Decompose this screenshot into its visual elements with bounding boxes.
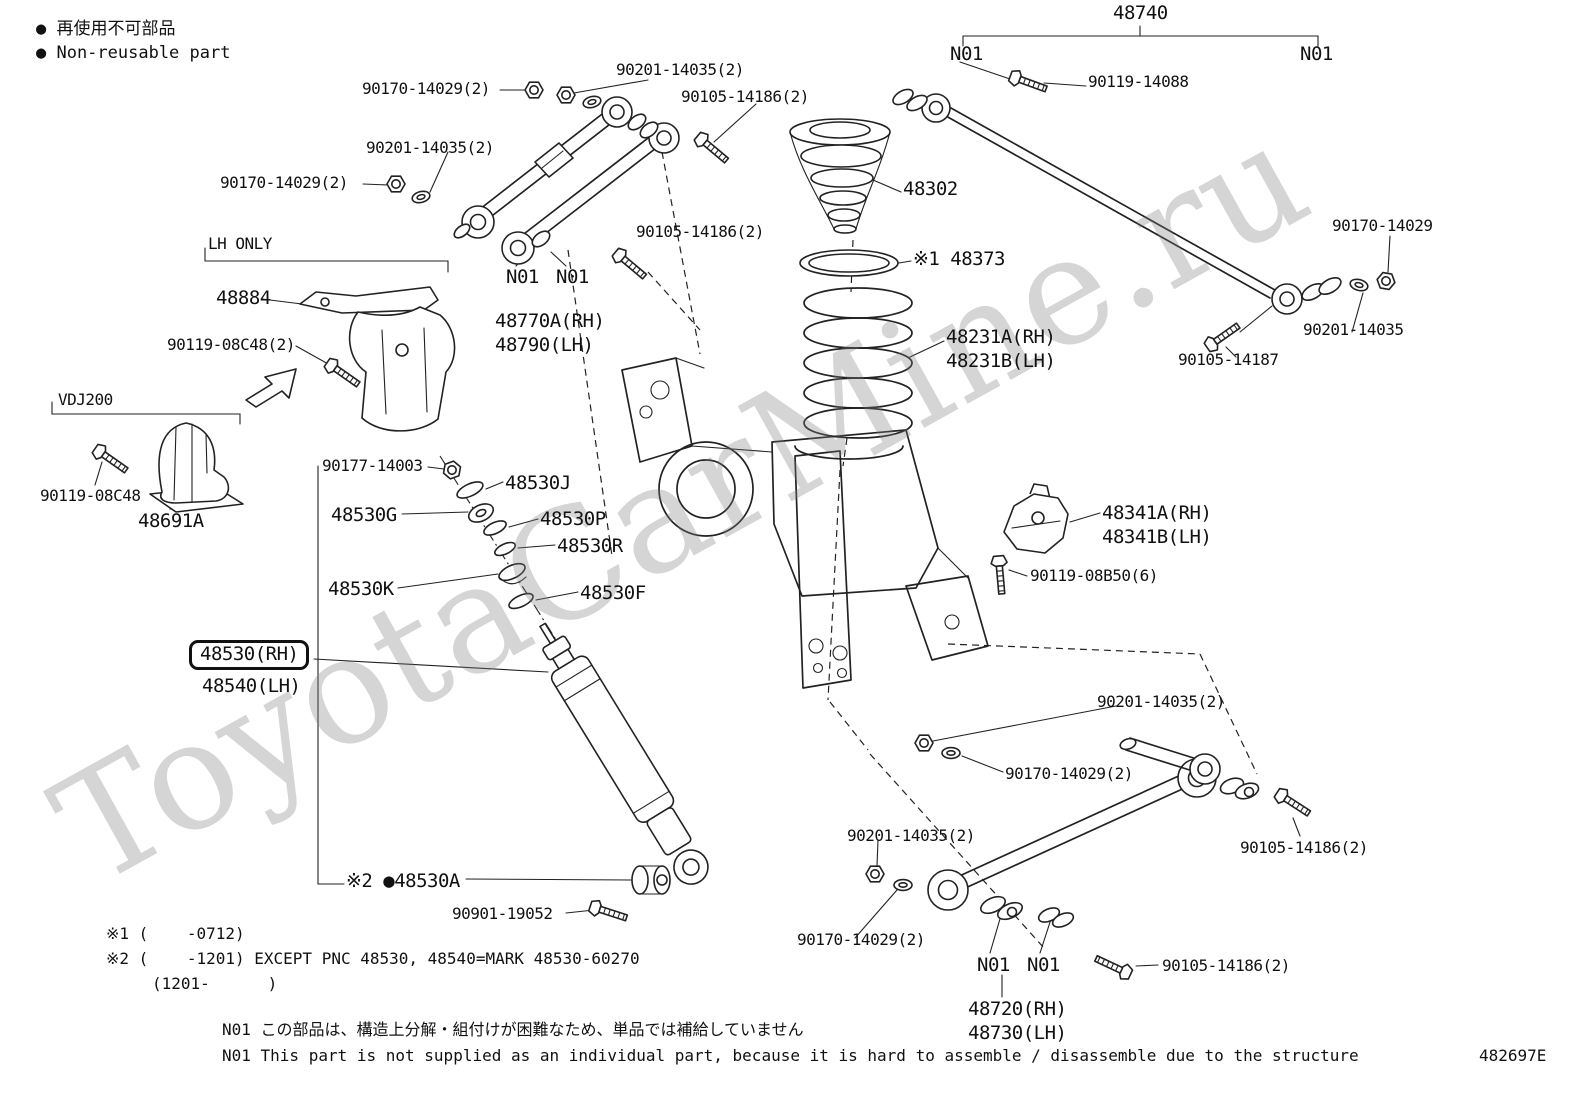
footnote-2: ※2 ( -1201) EXCEPT PNC 48530, 48540=MARK… xyxy=(106,949,640,968)
hw-90901-19052: 90901-19052 xyxy=(452,904,553,923)
upper-control-arm xyxy=(453,96,680,265)
part-48231a: 48231A(RH) xyxy=(946,326,1056,348)
spring-bumper xyxy=(789,118,891,234)
bump-stop-48691a xyxy=(149,422,244,513)
hw-90170-14029-a: 90170-14029(2) xyxy=(362,79,490,98)
part-48341b: 48341B(LH) xyxy=(1102,526,1212,548)
hw-90105-14187: 90105-14187 xyxy=(1178,350,1279,369)
spring-insulator-ring xyxy=(799,249,899,277)
callout-n01-arm-1: N01 xyxy=(506,266,539,288)
footnote-n01-en: N01 This part is not supplied as an indi… xyxy=(222,1046,1359,1065)
callout-vdj200: VDJ200 xyxy=(58,390,113,409)
part-48790: 48790(LH) xyxy=(495,334,594,356)
hw-90201-14035-a: 90201-14035(2) xyxy=(616,60,744,79)
part-48373: ※1 48373 xyxy=(913,248,1006,270)
part-48540: 48540(LH) xyxy=(202,675,301,697)
part-48530k: 48530K xyxy=(328,578,394,600)
part-48884: 48884 xyxy=(216,287,271,309)
shock-mount-stack xyxy=(456,481,534,610)
footnote-1: ※1 ( -0712) xyxy=(106,924,245,943)
hw-90170-14029-d: 90170-14029(2) xyxy=(1005,764,1133,783)
part-48530j: 48530J xyxy=(505,472,571,494)
footnote-n01-jp: N01 この部品は、構造上分解・組付けが困難なため、単品では補給していません xyxy=(222,1020,804,1039)
hw-90170-14029-c: 90170-14029 xyxy=(1332,216,1433,235)
shock-absorber xyxy=(539,622,709,885)
hw-90170-14029-b: 90170-14029(2) xyxy=(220,173,348,192)
footnote-3: (1201- ) xyxy=(152,974,278,993)
callout-n01-lower-2: N01 xyxy=(1027,954,1060,976)
legend-en: ● Non-reusable part xyxy=(36,43,231,63)
part-48740: 48740 xyxy=(1113,2,1168,24)
legend-jp: ● 再使用不可部品 xyxy=(36,19,176,39)
part-48530f: 48530F xyxy=(580,582,646,604)
hw-90201-14035-b: 90201-14035(2) xyxy=(366,138,494,157)
hw-90105-14186-c: 90105-14186(2) xyxy=(1240,838,1368,857)
diagram-code: 482697E xyxy=(1479,1046,1547,1065)
callout-n01-top-right: N01 xyxy=(1300,43,1333,65)
part-48720: 48720(RH) xyxy=(968,998,1067,1020)
hw-90201-14035-d: 90201-14035(2) xyxy=(1097,692,1225,711)
hw-90105-14186-b: 90105-14186(2) xyxy=(636,222,764,241)
hw-90177-14003: 90177-14003 xyxy=(322,456,423,475)
hw-90170-14029-e: 90170-14029(2) xyxy=(797,930,925,949)
part-48730: 48730(LH) xyxy=(968,1022,1067,1044)
lower-control-arm-front xyxy=(1119,737,1221,785)
bushing-48530a xyxy=(631,865,671,895)
part-48530a: ※2 ●48530A xyxy=(346,870,460,892)
callout-bracket-lines xyxy=(51,25,1319,885)
callout-n01-arm-2: N01 xyxy=(556,266,589,288)
part-48530p: 48530P xyxy=(540,508,606,530)
hw-90119-08c48-b: 90119-08C48 xyxy=(40,486,141,505)
hw-90119-08c48-a: 90119-08C48(2) xyxy=(167,335,295,354)
hw-90105-14186-d: 90105-14186(2) xyxy=(1162,956,1290,975)
part-48231b: 48231B(LH) xyxy=(946,350,1056,372)
callout-lh-only: LH ONLY xyxy=(208,234,272,253)
bracket-48341 xyxy=(1003,483,1069,554)
part-48302: 48302 xyxy=(903,178,958,200)
hw-90201-14035-e: 90201-14035(2) xyxy=(847,826,975,845)
bracket-48884 xyxy=(245,286,456,432)
hw-90119-08b50: 90119-08B50(6) xyxy=(1030,566,1158,585)
part-48691a: 48691A xyxy=(138,510,204,532)
axle-housing xyxy=(621,357,989,689)
part-48530g: 48530G xyxy=(331,504,397,526)
lateral-control-rod xyxy=(892,88,1342,315)
callout-n01-top-left: N01 xyxy=(950,43,983,65)
part-48341a: 48341A(RH) xyxy=(1102,502,1212,524)
hw-90105-14186-a: 90105-14186(2) xyxy=(681,87,809,106)
coil-spring xyxy=(803,287,913,439)
part-48530: 48530(RH) xyxy=(189,640,310,670)
hw-90119-14088: 90119-14088 xyxy=(1088,72,1189,91)
part-48530r: 48530R xyxy=(557,535,623,557)
callout-n01-lower-1: N01 xyxy=(977,954,1010,976)
part-48770a: 48770A(RH) xyxy=(495,310,605,332)
hw-90201-14035-c: 90201-14035 xyxy=(1303,320,1404,339)
pointer-arrow xyxy=(245,368,297,408)
